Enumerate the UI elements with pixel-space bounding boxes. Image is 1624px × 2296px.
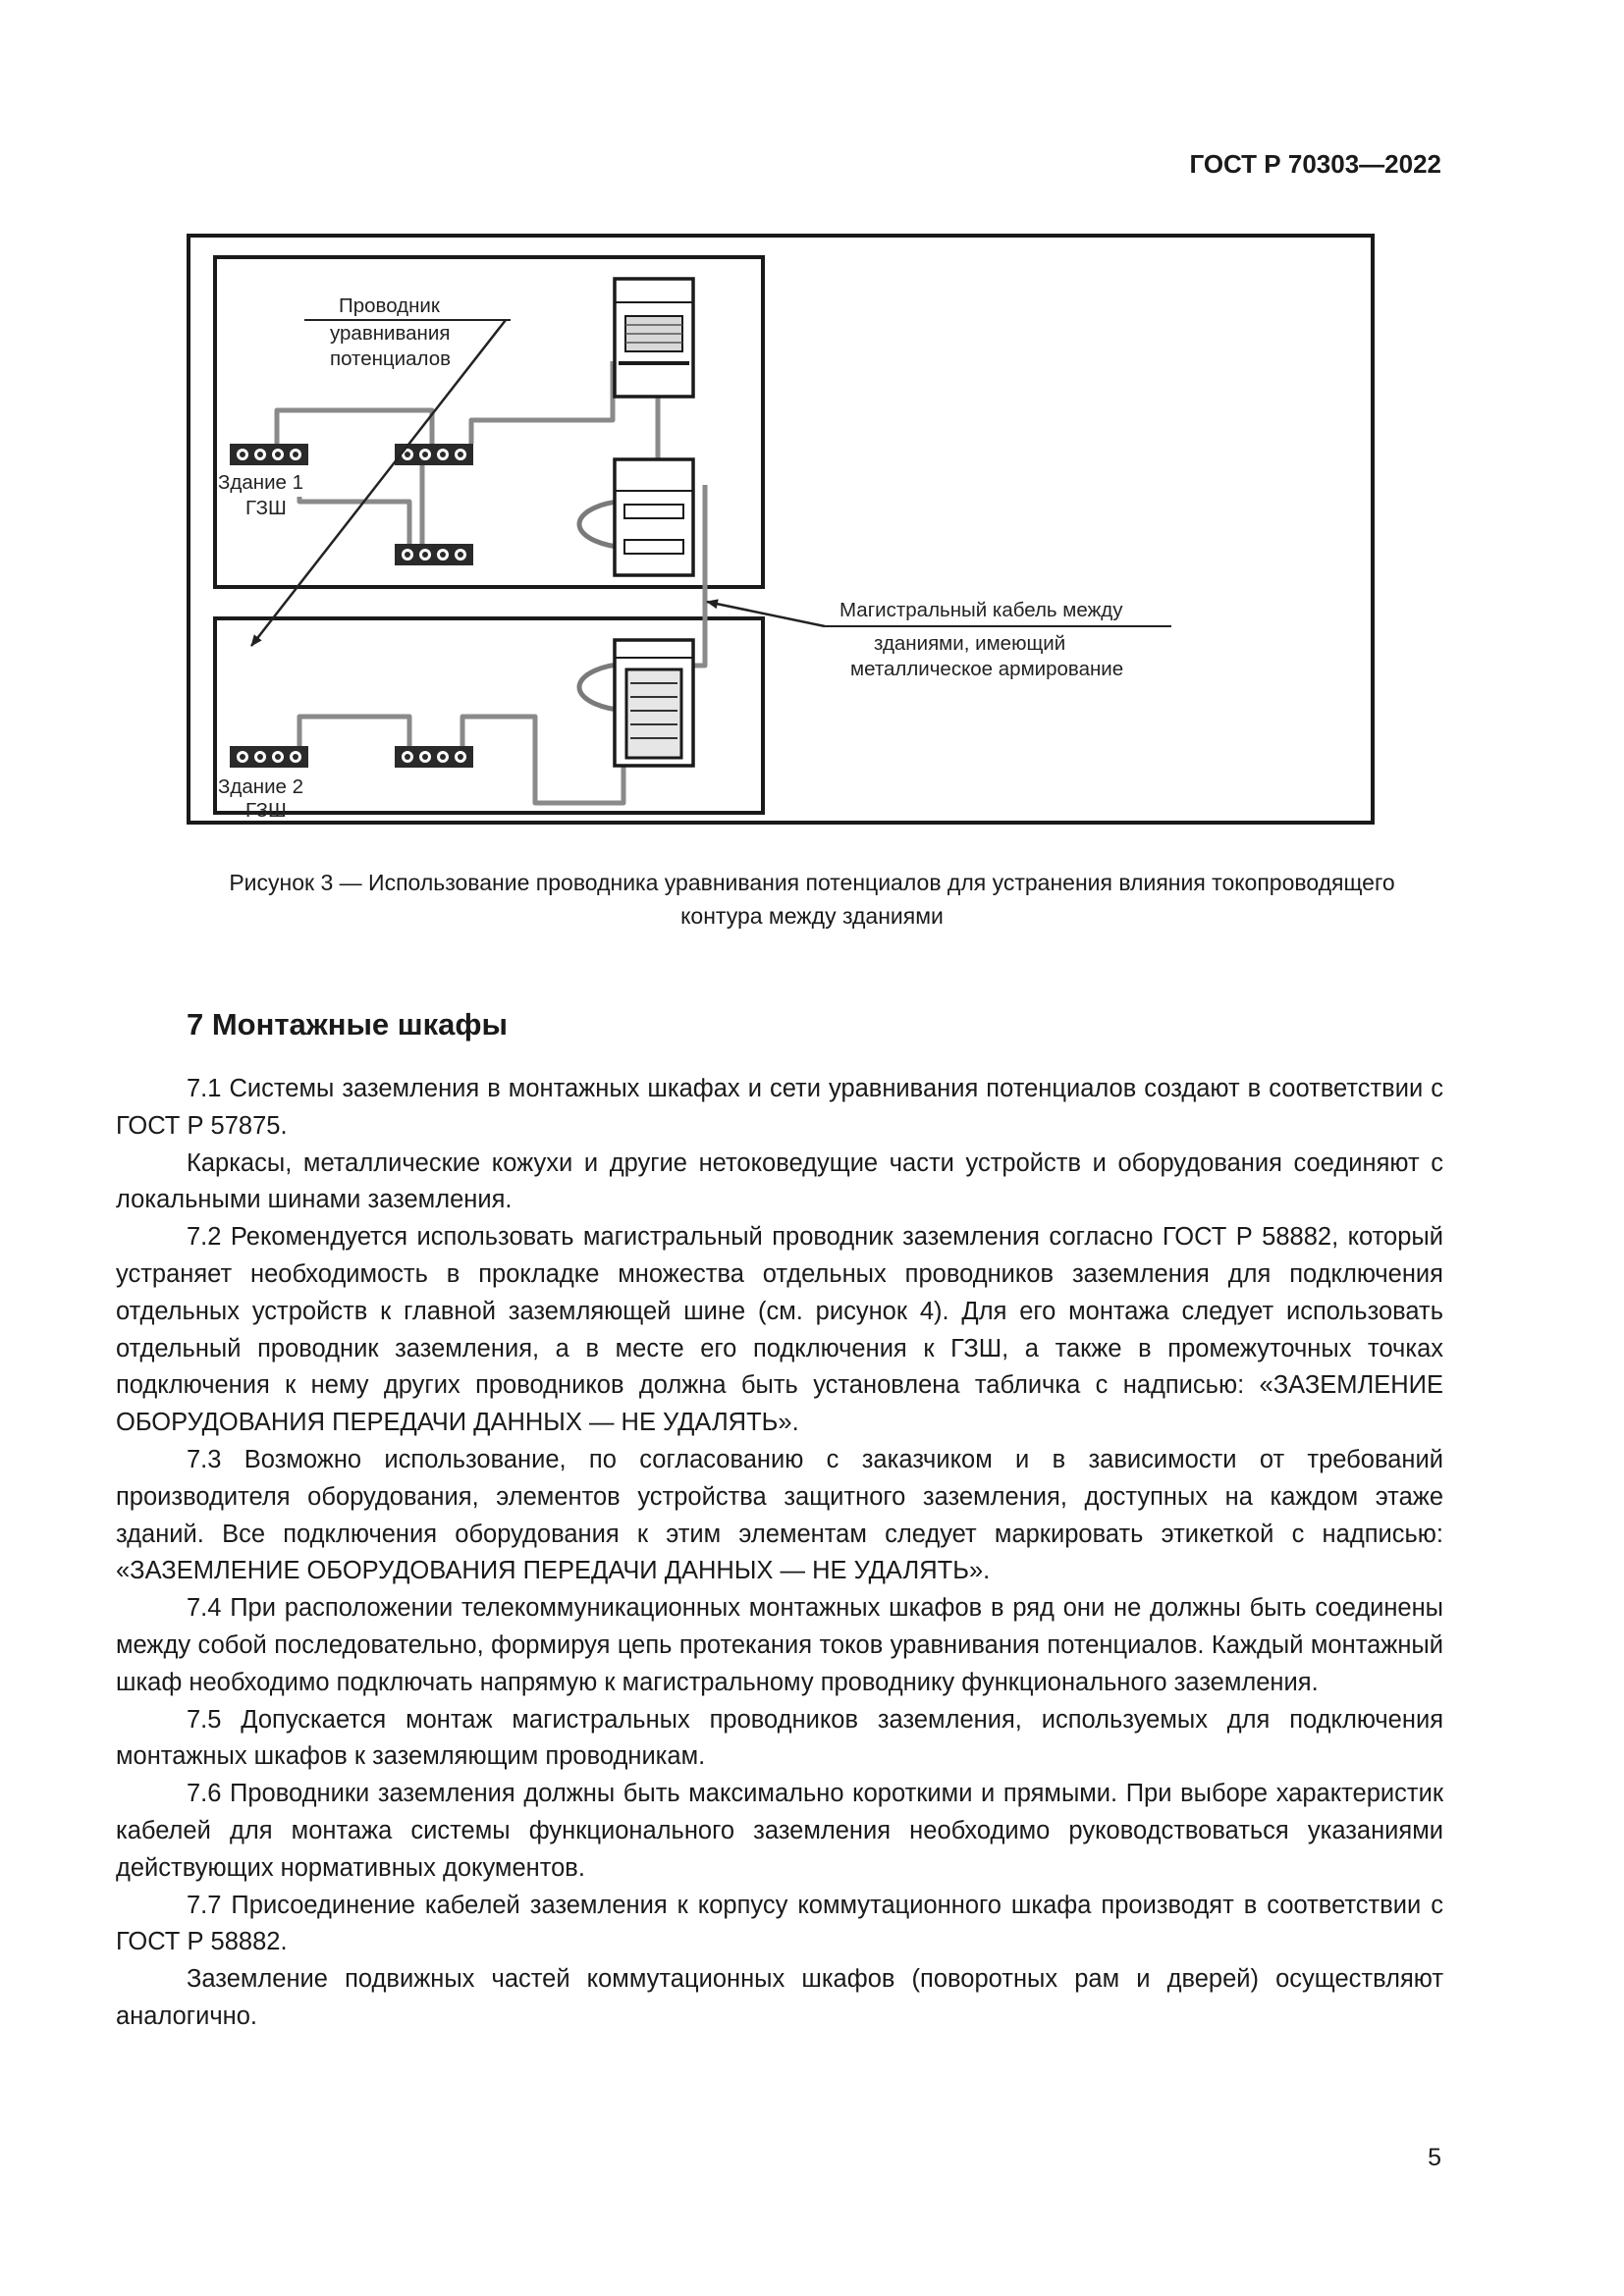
figure-3-diagram: Проводник уравнивания потенциалов Здание… [187,234,1375,825]
trunk-label-line3: металлическое армирование [850,658,1123,680]
conductor-label-line2: уравнивания [330,322,450,345]
conductor-label-line1: Проводник [339,294,441,317]
busbar-gzsh-2 [229,745,309,769]
paragraph-7-5: 7.5 Допускается монтаж магистральных про… [116,1705,1443,1771]
paragraph-7-1-cont: Каркасы, металлические кожухи и другие н… [116,1148,1443,1214]
cabinet-3 [613,638,695,768]
trunk-label-arrow [706,599,826,628]
building-1-label: Здание 1 [218,471,303,494]
page-number: 5 [1428,2144,1441,2171]
paragraph-7-7: 7.7 Присоединение кабелей заземления к к… [116,1891,1443,1956]
cabinet-1 [613,277,695,399]
trunk-label-line1: Магистральный кабель между [839,599,1123,621]
busbar-gzsh-1 [229,443,309,466]
building-2-label: Здание 2 [218,775,303,798]
section-body: 7.1 Системы заземления в монтажных шкафа… [116,1071,1443,2036]
paragraph-7-7-cont: Заземление подвижных частей коммутационн… [116,1965,1443,2030]
building-1-bus-label: ГЗШ [245,497,287,519]
bonding-conductor-arrow [250,319,507,647]
section-title: 7 Монтажные шкафы [187,1007,508,1041]
building-1-box [213,255,765,589]
paragraph-7-3: 7.3 Возможно использование, по согласова… [116,1445,1443,1585]
trunk-label-line2: зданиями, имеющий [874,632,1065,655]
caption-line-1: Рисунок 3 — Использование проводника ура… [229,870,1395,895]
figure-caption: Рисунок 3 — Использование проводника ура… [108,866,1516,933]
caption-line-2: контура между зданиями [680,903,944,929]
building-2-bus-label: ГЗШ [245,799,287,822]
document-id: ГОСТ Р 70303—2022 [1189,149,1441,179]
figure-frame [187,234,1375,825]
cabinet-2 [613,457,695,577]
paragraph-7-1: 7.1 Системы заземления в монтажных шкафа… [116,1075,1443,1140]
busbar-local-1b [394,543,474,566]
busbar-local-2 [394,745,474,769]
paragraph-7-4: 7.4 При расположении телекоммуникационны… [116,1594,1443,1696]
conductor-label-line3: потенциалов [330,347,451,370]
paragraph-7-6: 7.6 Проводники заземления должны быть ма… [116,1780,1443,1882]
building-2-box [213,616,765,815]
paragraph-7-2: 7.2 Рекомендуется использовать магистрал… [116,1223,1443,1437]
